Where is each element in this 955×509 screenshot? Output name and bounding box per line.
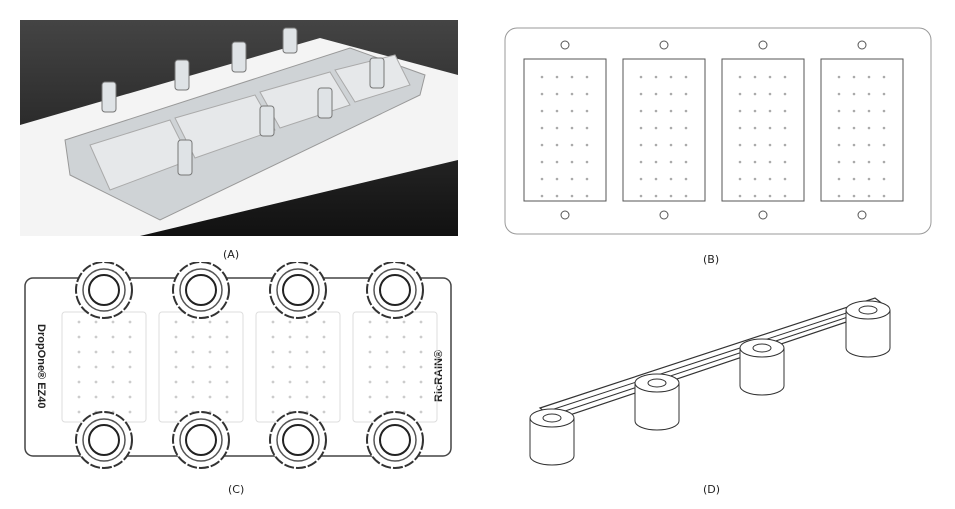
- panel-c-label: (C): [228, 483, 245, 496]
- panel-b-label: (B): [703, 253, 720, 266]
- dropone-text: DropOne® EZ40: [35, 324, 47, 409]
- connector-posts: [529, 300, 891, 466]
- port: [75, 262, 133, 319]
- chamber: [622, 40, 706, 220]
- port: [172, 262, 230, 319]
- panel-a-label: (A): [223, 248, 240, 261]
- port: [366, 411, 424, 469]
- panel-b-drawing: [504, 27, 932, 235]
- port: [366, 262, 424, 319]
- chamber: [523, 40, 607, 220]
- port: [75, 411, 133, 469]
- port: [172, 411, 230, 469]
- chamber: [820, 40, 904, 220]
- port: [269, 262, 327, 319]
- panel-c-drawing: DropOne® EZ40 RicRAIN®: [24, 262, 452, 469]
- chamber: [721, 40, 805, 220]
- port: [269, 411, 327, 469]
- ricrain-logo: RicRAIN®: [433, 350, 445, 402]
- well-tubes: [101, 27, 385, 176]
- panel-d-label: (D): [703, 483, 721, 496]
- panel-a-photo: [20, 20, 458, 236]
- panel-d-drawing: [529, 297, 891, 466]
